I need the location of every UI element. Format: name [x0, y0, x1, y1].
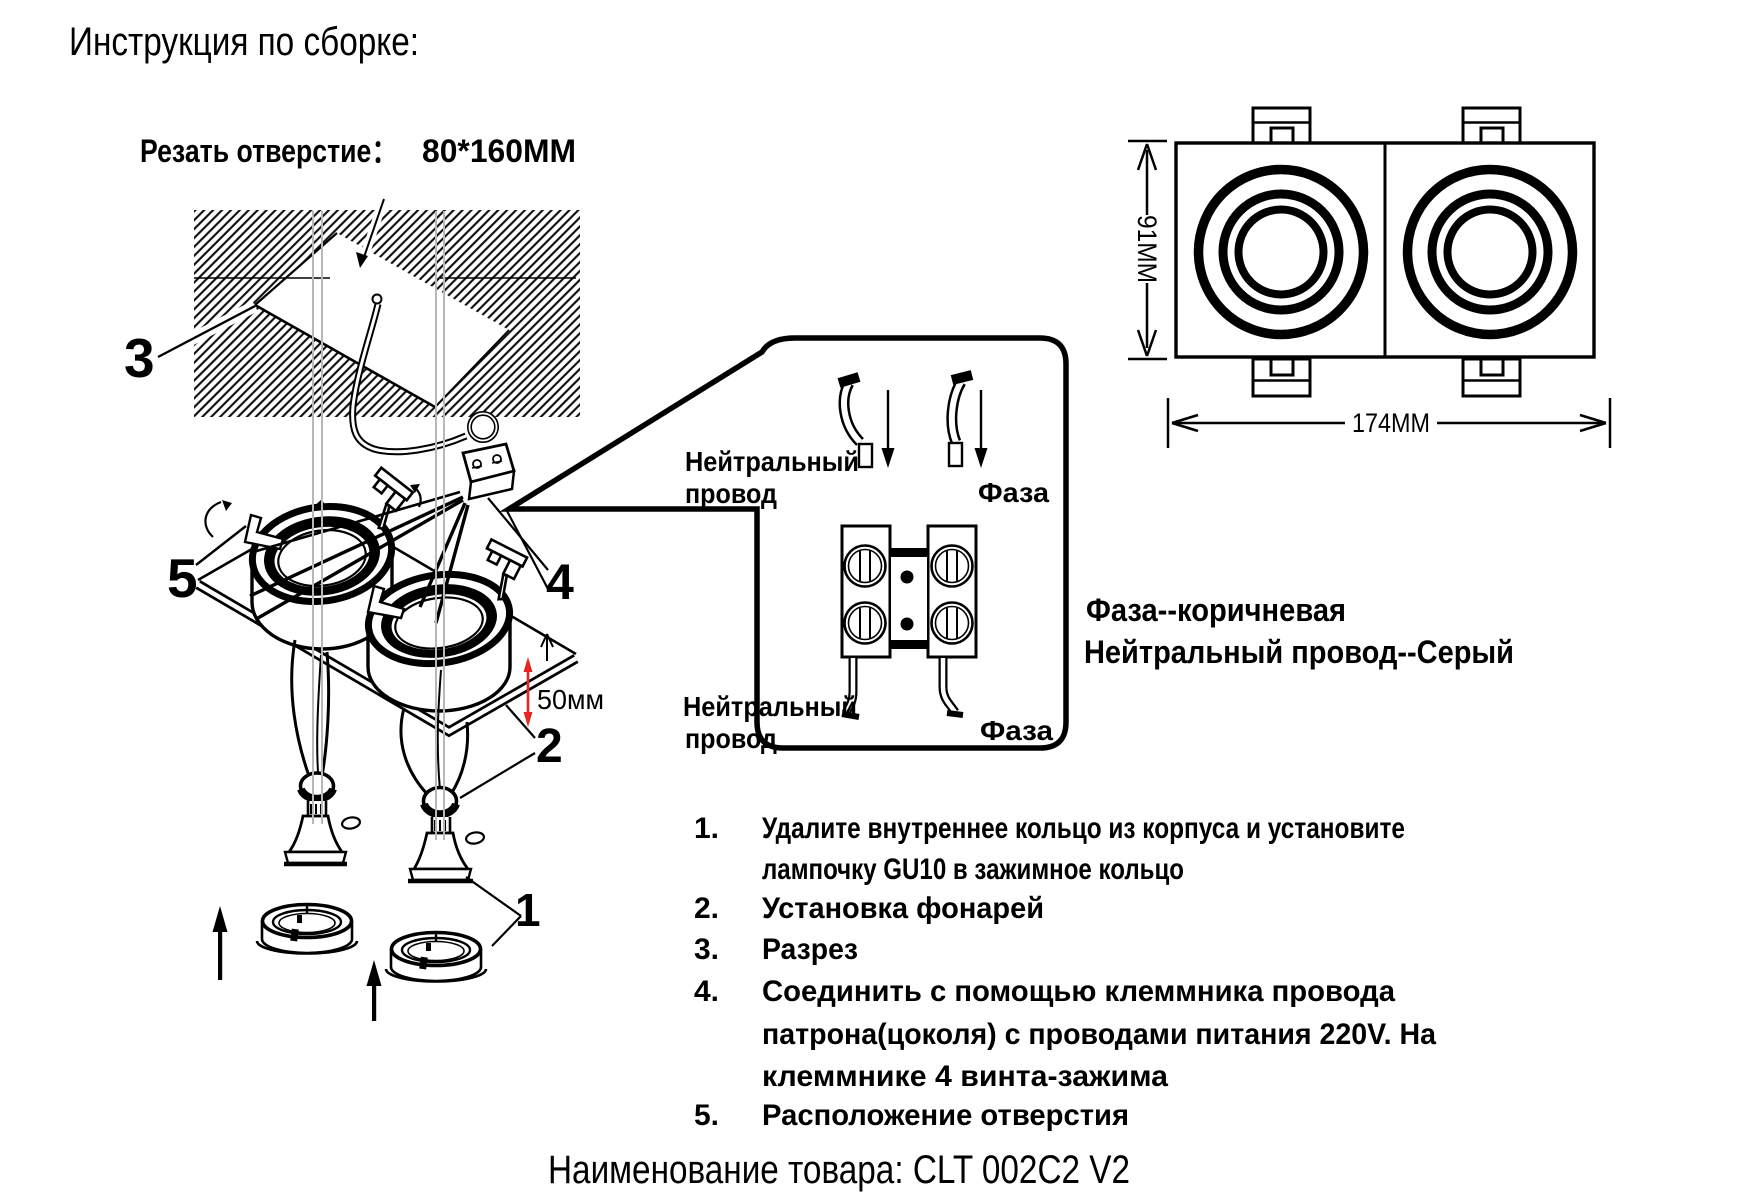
- svg-text:Нейтральный: Нейтральный: [685, 446, 859, 477]
- svg-text:Удалите внутреннее кольцо из к: Удалите внутреннее кольцо из корпуса и у…: [762, 812, 1405, 845]
- svg-text:1.: 1.: [694, 812, 719, 845]
- svg-text:5: 5: [167, 547, 198, 609]
- svg-text:патрона(цоколя) с проводами пи: патрона(цоколя) с проводами питания 220V…: [762, 1018, 1436, 1051]
- svg-text:Нейтральный: Нейтральный: [683, 691, 857, 722]
- svg-text:Фаза: Фаза: [980, 715, 1053, 746]
- svg-text:Наименование товара: CLT 002C2: Наименование товара: CLT 002C2 V2: [548, 1148, 1130, 1192]
- svg-text:Резать отверстие：: Резать отверстие：: [140, 133, 398, 169]
- svg-text:174MM: 174MM: [1352, 408, 1430, 438]
- svg-text:3: 3: [124, 327, 155, 389]
- svg-text:4: 4: [546, 554, 574, 610]
- svg-text:Инструкция по сборке:: Инструкция по сборке:: [69, 20, 419, 64]
- svg-text:4.: 4.: [694, 975, 719, 1008]
- svg-text:2.: 2.: [694, 892, 719, 925]
- svg-text:Расположение отверстия: Расположение отверстия: [762, 1099, 1129, 1132]
- svg-text:50мм: 50мм: [537, 684, 604, 715]
- svg-text:91MM: 91MM: [1132, 215, 1162, 283]
- svg-text:1: 1: [515, 884, 541, 936]
- svg-text:Соединить с помощью клеммника: Соединить с помощью клеммника провода: [762, 975, 1395, 1008]
- svg-text:провод: провод: [685, 478, 777, 509]
- svg-text:5.: 5.: [694, 1099, 719, 1132]
- svg-text:клеммнике 4 винта-зажима: клеммнике 4 винта-зажима: [762, 1060, 1168, 1093]
- svg-text:Установка фонарей: Установка фонарей: [762, 892, 1044, 925]
- svg-text:лампочку GU10 в зажимное кольц: лампочку GU10 в зажимное кольцо: [762, 853, 1184, 886]
- svg-text:Разрез: Разрез: [762, 933, 858, 966]
- svg-text:2: 2: [536, 720, 563, 773]
- svg-text:80*160ММ: 80*160ММ: [422, 133, 576, 169]
- svg-text:провод: провод: [685, 723, 777, 754]
- svg-text:Нейтральный провод--Серый: Нейтральный провод--Серый: [1084, 634, 1514, 670]
- svg-text:Фаза: Фаза: [978, 477, 1049, 508]
- svg-text:Фаза--коричневая: Фаза--коричневая: [1086, 592, 1346, 628]
- svg-text:3.: 3.: [694, 933, 719, 966]
